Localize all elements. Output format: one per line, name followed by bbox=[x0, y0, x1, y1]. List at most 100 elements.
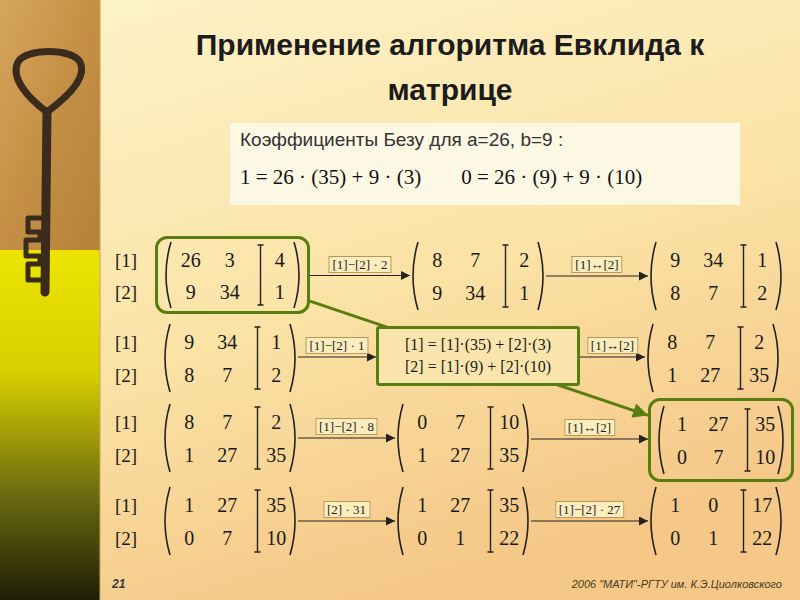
matrix-entry: 1 bbox=[271, 332, 281, 352]
operation-label: [1]−[2] · 8 bbox=[315, 418, 378, 435]
matrix-entry: 35 bbox=[755, 414, 775, 434]
matrix-entry: 1 bbox=[455, 528, 465, 548]
left-parenthesis bbox=[651, 242, 656, 310]
augment-bar bbox=[738, 327, 744, 389]
matrix-entry: 22 bbox=[752, 528, 772, 548]
matrix-entry: 10 bbox=[266, 528, 286, 548]
matrix-entry: 10 bbox=[755, 447, 775, 467]
right-parenthesis bbox=[290, 487, 295, 555]
right-parenthesis bbox=[776, 487, 781, 555]
augment-bar bbox=[741, 490, 747, 552]
operation-label: [1]↔[2] bbox=[587, 337, 638, 354]
augment-bar bbox=[255, 490, 261, 552]
slide-title: Применение алгоритма Евклида к матрице bbox=[160, 22, 740, 112]
augment-bar bbox=[745, 409, 751, 471]
matrix-entry: 34 bbox=[703, 250, 723, 270]
matrix-entry: 27 bbox=[450, 445, 470, 465]
matrix-entry: 0 bbox=[670, 528, 680, 548]
matrix-body: 9341872 bbox=[162, 322, 298, 394]
left-parenthesis bbox=[648, 324, 653, 392]
matrix-entry: 27 bbox=[708, 414, 728, 434]
augment-bar bbox=[255, 407, 261, 469]
left-parenthesis bbox=[165, 487, 170, 555]
matrix-body: 127350710 bbox=[656, 404, 786, 476]
right-parenthesis bbox=[773, 324, 778, 392]
matrix-entry: 1 bbox=[708, 528, 718, 548]
row-label: [2] bbox=[115, 446, 137, 465]
matrix-entry: 7 bbox=[470, 250, 480, 270]
matrix: 071012735 bbox=[395, 402, 531, 474]
matrix-entry: 35 bbox=[266, 445, 286, 465]
row-label: [1] bbox=[115, 496, 137, 515]
matrix-entry: 1 bbox=[275, 282, 285, 302]
row-label: [1] bbox=[115, 333, 137, 352]
matrix-body: 127350122 bbox=[395, 485, 531, 557]
matrix-entry: 2 bbox=[271, 412, 281, 432]
right-parenthesis bbox=[523, 404, 528, 472]
matrix-entry: 1 bbox=[667, 365, 677, 385]
operation-label: [1]−[2] · 2 bbox=[329, 256, 392, 273]
matrix-entry: 8 bbox=[184, 365, 194, 385]
matrix: 127350710 bbox=[162, 485, 298, 557]
right-parenthesis bbox=[294, 242, 299, 308]
matrix-entry: 1 bbox=[417, 445, 427, 465]
left-parenthesis bbox=[398, 487, 403, 555]
matrix-entry: 0 bbox=[184, 528, 194, 548]
matrix-entry: 27 bbox=[217, 445, 237, 465]
matrix: 87212735 bbox=[162, 402, 298, 474]
matrix-entry: 9 bbox=[186, 282, 196, 302]
highlighted-matrix: 26349341 bbox=[155, 236, 310, 314]
strip-edge bbox=[100, 0, 101, 600]
left-parenthesis bbox=[398, 404, 403, 472]
operation-arrow bbox=[580, 356, 645, 357]
formula: 1 = 26 · (35) + 9 · (3) bbox=[240, 165, 421, 190]
augment-bar bbox=[255, 327, 261, 389]
matrix-entry: 8 bbox=[432, 250, 442, 270]
matrix-entry: 17 bbox=[752, 495, 772, 515]
operation-label: [1]↔[2] bbox=[571, 256, 622, 273]
matrix-entry: 35 bbox=[266, 495, 286, 515]
formula: [1] = [1]·(35) + [2]·(3) bbox=[405, 336, 551, 354]
matrix-entry: 34 bbox=[220, 282, 240, 302]
matrix-entry: 8 bbox=[667, 332, 677, 352]
row-label: [2] bbox=[115, 283, 137, 302]
matrix-entry: 27 bbox=[217, 495, 237, 515]
right-parenthesis bbox=[290, 324, 295, 392]
operation-arrow bbox=[546, 275, 648, 276]
matrix-body: 10170122 bbox=[648, 485, 784, 557]
operation-arrow bbox=[298, 437, 395, 438]
matrix-entry: 1 bbox=[670, 495, 680, 515]
augment-bar bbox=[258, 245, 264, 305]
matrix-body: 87212735 bbox=[162, 402, 298, 474]
content-ground bbox=[100, 0, 800, 600]
matrix-entry: 1 bbox=[757, 250, 767, 270]
matrix-entry: 1 bbox=[677, 414, 687, 434]
text-row: [2] = [1]·(9) + [2]·(10) bbox=[405, 358, 551, 376]
matrix-entry: 7 bbox=[708, 283, 718, 303]
matrix-entry: 7 bbox=[713, 447, 723, 467]
matrix-entry: 2 bbox=[271, 365, 281, 385]
operation-arrow bbox=[531, 520, 648, 521]
side-strip bbox=[0, 250, 100, 600]
matrix: 9341872 bbox=[162, 322, 298, 394]
text-row: [1] = [1]·(35) + [2]·(3) bbox=[405, 336, 551, 354]
key-picture bbox=[16, 52, 82, 293]
augment-bar bbox=[503, 245, 509, 307]
augment-bar bbox=[488, 407, 494, 469]
right-parenthesis bbox=[776, 242, 781, 310]
left-parenthesis bbox=[659, 406, 664, 474]
matrix-entry: 10 bbox=[499, 412, 519, 432]
matrix-body: 127350710 bbox=[162, 485, 298, 557]
matrix-entry: 34 bbox=[465, 283, 485, 303]
formula-box: [1] = [1]·(35) + [2]·(3) [2] = [1]·(9) + … bbox=[376, 326, 580, 386]
matrix-entry: 7 bbox=[705, 332, 715, 352]
matrix-body: 071012735 bbox=[395, 402, 531, 474]
right-parenthesis bbox=[523, 487, 528, 555]
matrix-entry: 34 bbox=[217, 332, 237, 352]
formula: 0 = 26 · (9) + 9 · (10) bbox=[461, 165, 642, 190]
text-row: Коэффициенты Безу для a=26, b=9 : bbox=[240, 129, 563, 151]
matrix: 9341872 bbox=[648, 240, 784, 312]
matrix-entry: 27 bbox=[700, 365, 720, 385]
